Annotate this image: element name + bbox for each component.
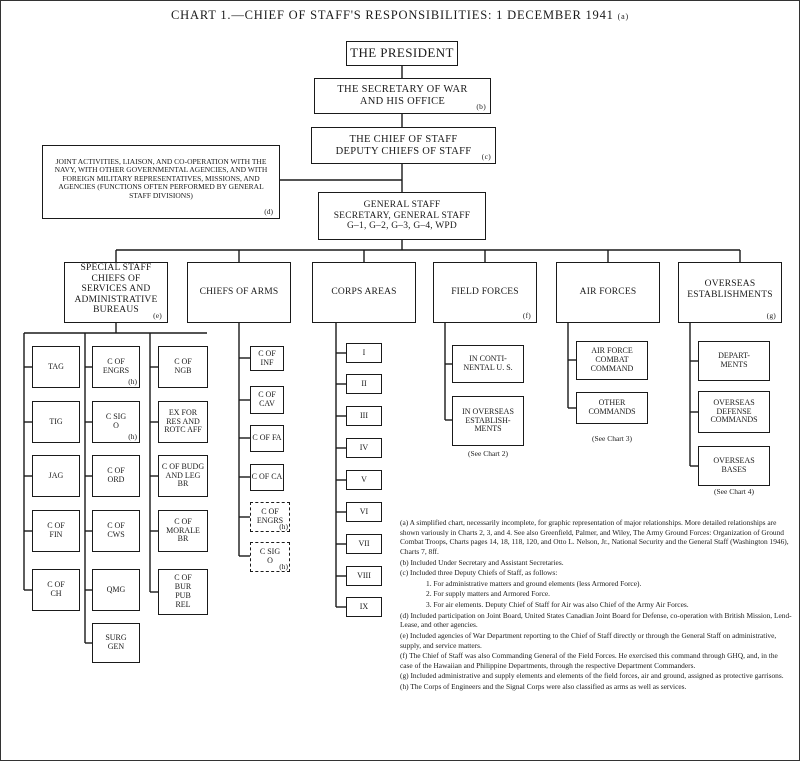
field-item-continental-us: IN CONTI-NENTAL U. S. xyxy=(452,345,524,383)
special-item-c-sig-o: C SIG O (h) xyxy=(92,401,140,443)
air-forces-box: AIR FORCES xyxy=(556,262,660,323)
footnote-h: (h) The Corps of Engineers and the Signa… xyxy=(400,682,687,691)
special-item-qmg: QMG xyxy=(92,569,140,611)
overseas-establishments-box: OVERSEAS ESTABLISHMENTS (g) xyxy=(678,262,782,323)
special-item-c-of-morale: C OF MORALE BR xyxy=(158,510,208,552)
chiefs-of-arms-box: CHIEFS OF ARMS xyxy=(187,262,291,323)
note-marker: (f) xyxy=(522,310,531,320)
special-item-c-of-ord: C OF ORD xyxy=(92,455,140,497)
field-see-chart: (See Chart 2) xyxy=(468,449,508,458)
field-item-overseas-establishments: IN OVERSEAS ESTABLISH-MENTS xyxy=(452,396,524,446)
footnote-d: (d) Included participation on Joint Boar… xyxy=(400,610,792,630)
arms-item-c-of-ca: C OF CA xyxy=(250,464,284,491)
special-item-c-of-bur-pub-rel: C OF BUR PUB REL xyxy=(158,569,208,615)
arms-item-c-sig-o: C SIG O (h) xyxy=(250,542,290,572)
corps-item-v: V xyxy=(346,470,382,490)
special-item-c-of-fin: C OF FIN xyxy=(32,510,80,552)
corps-item-iv: IV xyxy=(346,438,382,458)
special-item-ex-for-res: EX FOR RES AND ROTC AFF xyxy=(158,401,208,443)
footnotes: (a) A simplified chart, necessarily inco… xyxy=(400,518,792,693)
note-marker: (h) xyxy=(279,521,288,531)
note-marker: (h) xyxy=(279,561,288,571)
corps-item-i: I xyxy=(346,343,382,363)
footnote-c2: 2. For supply matters and Armored Force. xyxy=(426,589,550,599)
special-staff-box: SPECIAL STAFF CHIEFS OF SERVICES AND ADM… xyxy=(64,262,168,323)
note-marker: (c) xyxy=(481,151,491,161)
footnote-b: (b) Included Under Secretary and Assista… xyxy=(400,557,564,567)
footnote-g: (g) Included administrative and supply e… xyxy=(400,671,784,681)
arms-item-c-of-cav: C OF CAV xyxy=(250,386,284,414)
footnote-a: (a) A simplified chart, necessarily inco… xyxy=(400,518,789,556)
special-item-c-of-cws: C OF CWS xyxy=(92,510,140,552)
arms-item-c-of-inf: C OF INF xyxy=(250,346,284,371)
corps-item-vi: VI xyxy=(346,502,382,522)
overseas-item-bases: OVERSEAS BASES xyxy=(698,446,770,486)
note-marker: (h) xyxy=(128,376,137,386)
joint-activities-box: JOINT ACTIVITIES, LIAISON, AND CO-OPERAT… xyxy=(42,145,280,219)
overseas-see-chart: (See Chart 4) xyxy=(714,487,754,496)
overseas-item-defense-commands: OVERSEAS DEFENSE COMMANDS xyxy=(698,391,770,433)
field-forces-box: FIELD FORCES (f) xyxy=(433,262,537,323)
corps-item-iii: III xyxy=(346,406,382,426)
note-marker: (d) xyxy=(264,206,273,216)
air-see-chart: (See Chart 3) xyxy=(592,434,632,443)
note-marker: (h) xyxy=(128,431,137,441)
special-item-c-of-engrs: C OF ENGRS (h) xyxy=(92,346,140,388)
special-item-jag: JAG xyxy=(32,455,80,497)
chart-title: CHART 1.—CHIEF OF STAFF'S RESPONSIBILITI… xyxy=(171,8,629,22)
footnote-e: (e) Included agencies of War Department … xyxy=(400,630,777,650)
footnote-c1: 1. For administrative matters and ground… xyxy=(426,578,642,588)
corps-item-viii: VIII xyxy=(346,566,382,586)
special-item-tag: TAG xyxy=(32,346,80,388)
corps-item-ii: II xyxy=(346,374,382,394)
special-item-surg-gen: SURG GEN xyxy=(92,623,140,663)
air-item-other-commands: OTHER COMMANDS xyxy=(576,392,648,424)
corps-item-vii: VII xyxy=(346,534,382,554)
footnote-c: (c) Included three Deputy Chiefs of Staf… xyxy=(400,568,558,578)
arms-item-c-of-engrs: C OF ENGRS (h) xyxy=(250,502,290,532)
special-item-tig: TIG xyxy=(32,401,80,443)
special-item-c-of-ch: C OF CH xyxy=(32,569,80,611)
president-box: THE PRESIDENT xyxy=(346,41,458,66)
note-marker: (e) xyxy=(153,310,162,320)
arms-item-c-of-fa: C OF FA xyxy=(250,425,284,452)
special-item-c-of-ngb: C OF NGB xyxy=(158,346,208,388)
corps-item-ix: IX xyxy=(346,597,382,617)
overseas-item-departments: DEPART-MENTS xyxy=(698,341,770,381)
note-marker: (b) xyxy=(476,101,486,111)
air-item-combat-command: AIR FORCE COMBAT COMMAND xyxy=(576,341,648,380)
special-item-c-of-budg: C OF BUDG AND LEG BR xyxy=(158,455,208,497)
note-marker: (g) xyxy=(766,310,776,320)
footnote-f: (f) The Chief of Staff was also Commandi… xyxy=(400,651,778,670)
corps-areas-box: CORPS AREAS xyxy=(312,262,416,323)
footnote-c3: 3. For air elements. Deputy Chief of Sta… xyxy=(426,600,689,609)
